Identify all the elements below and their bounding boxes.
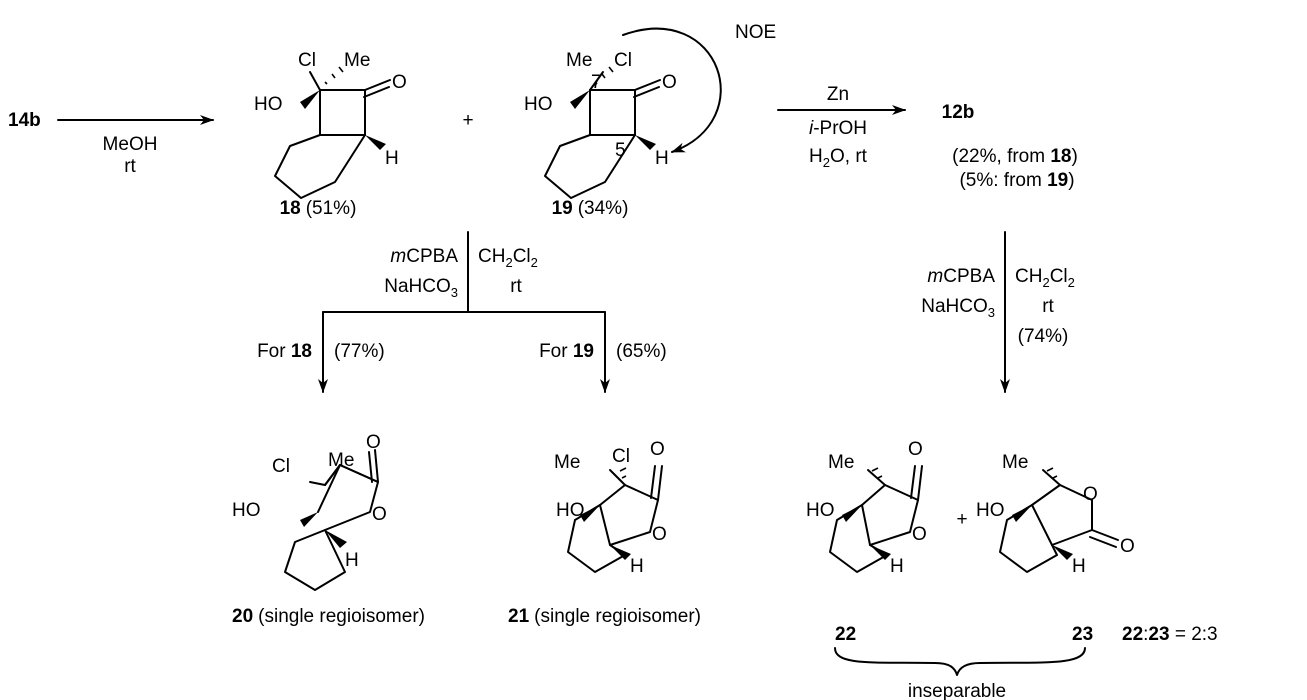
plus-sign: + xyxy=(462,110,473,131)
compound-18-caption: 18(51%) xyxy=(280,198,357,219)
atom-me-21: Me xyxy=(554,452,580,473)
atom-o-ring-22: O xyxy=(912,524,927,545)
atom-ho-21: HO xyxy=(556,500,585,521)
atom-me-19: Me xyxy=(566,50,592,71)
oxidant-mcpba-right: mCPBA xyxy=(927,266,995,287)
atom-o-carbonyl-20: O xyxy=(366,432,381,453)
atom-h-21: H xyxy=(630,556,644,577)
atom-o-18: O xyxy=(392,72,407,93)
atom-locant-5: 5 xyxy=(615,140,626,161)
plus-sign-products: + xyxy=(956,509,967,530)
atom-o-19: O xyxy=(662,72,677,93)
noe-arrow xyxy=(622,27,722,153)
branch-for-19: For 19 xyxy=(539,341,594,362)
compound-21-caption: 21(single regioisomer) xyxy=(508,606,701,627)
inseparable-brace xyxy=(834,647,1086,676)
compound-14b-label: 14b xyxy=(8,110,41,131)
reagent-methanol: MeOH xyxy=(103,134,158,155)
yield-from-19: (5%: from 19) xyxy=(959,170,1074,191)
temp-rt-right: rt xyxy=(1042,296,1054,317)
temp-rt-left: rt xyxy=(510,276,522,297)
structure-21 xyxy=(567,465,663,573)
atom-cl-20: Cl xyxy=(272,456,290,477)
compound-23-label: 23 xyxy=(1072,624,1093,645)
atom-o-ring-21: O xyxy=(652,524,667,545)
structure-18 xyxy=(274,66,391,199)
atom-o-carbonyl-21: O xyxy=(650,439,665,460)
atom-ho-18: HO xyxy=(254,94,283,115)
solvent-ipropanol: i-PrOH xyxy=(809,118,867,139)
atom-o-carbonyl-23: O xyxy=(1120,536,1135,557)
atom-h-22: H xyxy=(890,556,904,577)
compound-12b-label: 12b xyxy=(942,102,975,123)
atom-cl-21: Cl xyxy=(612,446,630,467)
yield-22-23: (74%) xyxy=(1018,326,1069,347)
atom-cl-19: Cl xyxy=(614,50,632,71)
atom-h-23: H xyxy=(1072,556,1086,577)
atom-me-18: Me xyxy=(344,50,370,71)
ratio-22-23: 22:23 = 2:3 xyxy=(1122,624,1218,645)
inseparable-label: inseparable xyxy=(908,681,1006,700)
reagent-zn: Zn xyxy=(827,84,849,105)
atom-locant-7: 7 xyxy=(591,72,602,93)
atom-h-18: H xyxy=(385,148,399,169)
solvent-ch2cl2-right: CH2Cl2 xyxy=(1015,266,1075,290)
yield-21: (65%) xyxy=(616,341,667,362)
branch-for-18: For 18 xyxy=(257,341,312,362)
atom-ho-19: HO xyxy=(524,94,553,115)
atom-me-22: Me xyxy=(828,452,854,473)
structure-19 xyxy=(544,27,722,199)
atom-o-carbonyl-22: O xyxy=(908,439,923,460)
yield-from-18: (22%, from 18) xyxy=(952,146,1078,167)
atom-h-20: H xyxy=(345,550,359,571)
compound-20-caption: 20(single regioisomer) xyxy=(232,606,425,627)
base-nahco3-right: NaHCO3 xyxy=(921,296,995,320)
structure-22 xyxy=(829,465,923,573)
atom-cl-18: Cl xyxy=(298,50,316,71)
oxidant-mcpba-left: mCPBA xyxy=(390,246,458,267)
base-nahco3-left: NaHCO3 xyxy=(384,276,458,300)
atom-ho-23: HO xyxy=(976,500,1005,521)
atom-me-20: Me xyxy=(328,450,354,471)
solvent-water-rt: H2O, rt xyxy=(809,146,868,170)
compound-19-caption: 19(34%) xyxy=(552,198,629,219)
structure-23 xyxy=(999,467,1119,573)
noe-label: NOE xyxy=(735,22,776,43)
atom-ho-20: HO xyxy=(232,500,261,521)
solvent-ch2cl2-left: CH2Cl2 xyxy=(478,246,538,270)
atom-o-ring-23: O xyxy=(1083,484,1098,505)
atom-h-19: H xyxy=(655,148,669,169)
atom-ho-22: HO xyxy=(806,500,835,521)
atom-me-23: Me xyxy=(1002,452,1028,473)
atom-o-ring-20: O xyxy=(372,504,387,525)
yield-20: (77%) xyxy=(334,341,385,362)
structure-20 xyxy=(284,449,379,591)
condition-rt: rt xyxy=(124,156,136,177)
compound-22-label: 22 xyxy=(835,624,856,645)
